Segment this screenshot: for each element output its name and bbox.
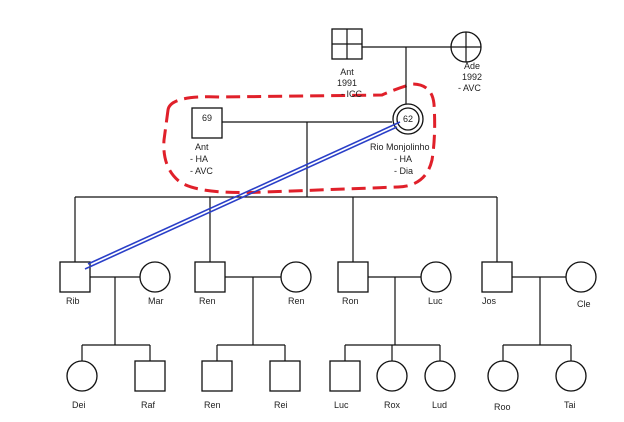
- child-3-symbol: [337, 261, 369, 293]
- grandchild-3-2-symbol: [376, 360, 408, 392]
- child-4-symbol: [481, 261, 513, 293]
- child-3-name: Ron: [342, 296, 359, 306]
- grandfather-symbol: [331, 28, 363, 60]
- grandchild-3-2-name: Rox: [384, 400, 401, 410]
- child-1-spouse-name: Mar: [148, 296, 164, 306]
- grandchild-2-1-name: Ren: [204, 400, 221, 410]
- grandchild-3-3-symbol: [424, 360, 456, 392]
- child-1-spouse-symbol: [139, 261, 171, 293]
- child-3-spouse-name: Luc: [428, 296, 443, 306]
- grandchild-4-2-symbol: [555, 360, 587, 392]
- father-condition-1: - HA: [190, 154, 208, 164]
- grandfather-name: Ant: [340, 67, 354, 77]
- grandchild-1-2-name: Raf: [141, 400, 156, 410]
- child-1-symbol: [59, 261, 91, 293]
- child-4-name: Jos: [482, 296, 497, 306]
- grandchild-3-3-name: Lud: [432, 400, 447, 410]
- mother-condition-1: - HA: [394, 154, 412, 164]
- grandfather-cause: - ICC: [341, 89, 362, 99]
- mother-age: 62: [403, 114, 413, 124]
- grandchild-1-1-symbol: [66, 360, 98, 392]
- child-3-spouse-symbol: [420, 261, 452, 293]
- father-name: Ant: [195, 142, 209, 152]
- close-relationship-line: [84, 121, 401, 270]
- highlight-outline: [162, 82, 437, 195]
- grandchild-1-1-name: Dei: [72, 400, 86, 410]
- grandchild-4-1-symbol: [487, 360, 519, 392]
- grandmother-symbol: [450, 31, 482, 63]
- father-symbol: [191, 107, 223, 139]
- father-age: 69: [202, 113, 212, 123]
- grandchild-4-2-name: Tai: [564, 400, 576, 410]
- grandfather-year: 1991: [337, 78, 357, 88]
- mother-symbol: [392, 103, 424, 135]
- grandmother-cause: - AVC: [458, 83, 481, 93]
- grandchild-2-2-symbol: [269, 360, 301, 392]
- grandmother-year: 1992: [462, 72, 482, 82]
- grandchild-4-1-name: Roo: [494, 402, 511, 412]
- grandchild-2-1-symbol: [201, 360, 233, 392]
- child-2-spouse-name: Ren: [288, 296, 305, 306]
- child-1-name: Rib: [66, 296, 80, 306]
- mother-name: Rio Monjolinho: [370, 142, 430, 152]
- grandchild-3-1-symbol: [329, 360, 361, 392]
- child-4-spouse-name: Cle: [577, 299, 591, 309]
- child-2-name: Ren: [199, 296, 216, 306]
- father-condition-2: - AVC: [190, 166, 213, 176]
- child-4-spouse-symbol: [565, 261, 597, 293]
- grandchild-2-2-name: Rei: [274, 400, 288, 410]
- mother-condition-2: - Dia: [394, 166, 413, 176]
- grandchild-1-2-symbol: [134, 360, 166, 392]
- grandmother-name: Ade: [464, 61, 480, 71]
- child-2-spouse-symbol: [280, 261, 312, 293]
- child-2-symbol: [194, 261, 226, 293]
- grandchild-3-1-name: Luc: [334, 400, 349, 410]
